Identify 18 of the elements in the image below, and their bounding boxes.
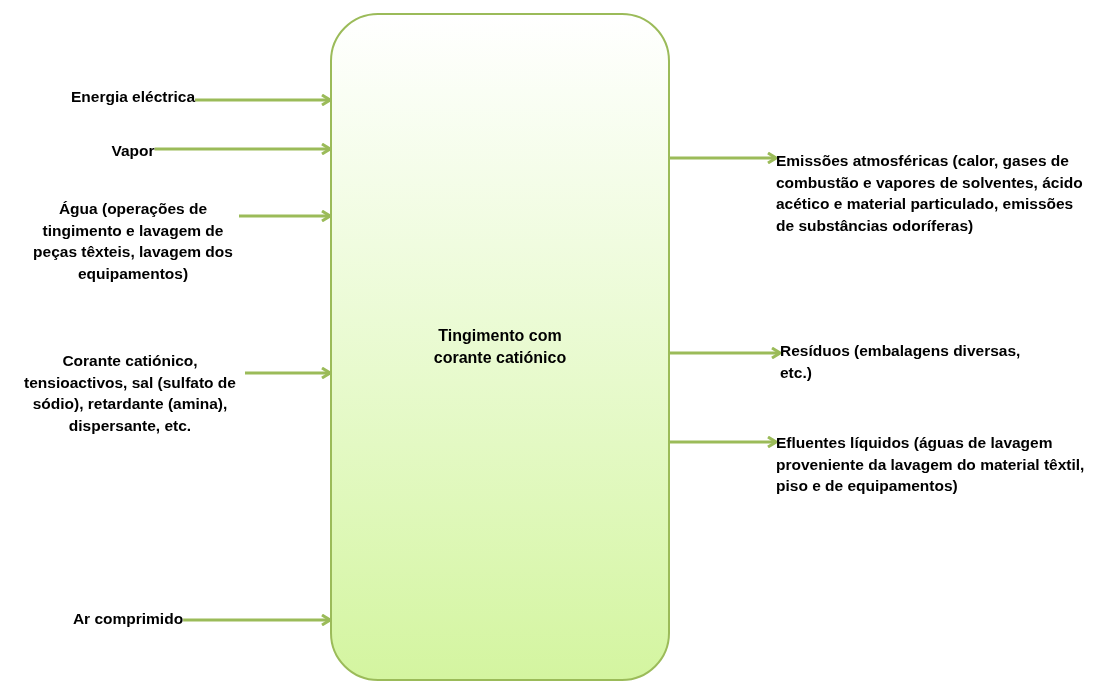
arrow: [195, 93, 332, 107]
arrow: [245, 366, 332, 380]
process-box: [330, 13, 670, 681]
arrow: [670, 151, 778, 165]
arrow: [239, 209, 332, 223]
output-label: Efluentes líquidos (águas de lavagem proveniente da lavagem do material têxtil, piso e de equipamentos): [776, 432, 1116, 498]
process-label: Tingimento com corante catiónico: [432, 326, 568, 368]
input-label: Energia eléctrica: [70, 86, 196, 108]
input-label: Água (operações de tingimento e lavagem de peças têxteis, lavagem dos equipamentos): [27, 198, 239, 285]
output-label: Resíduos (embalagens diversas, etc.): [780, 340, 1030, 384]
output-label: Emissões atmosféricas (calor, gases de combustão e vapores de solventes, ácido acético e material particulado, emissões de substâncias odoríferas): [776, 150, 1094, 237]
arrow: [670, 346, 782, 360]
input-label: Corante catiónico, tensioactivos, sal (sulfato de sódio), retardante (amina), dispersante, etc.: [15, 350, 245, 437]
input-label: Ar comprimido: [72, 608, 184, 630]
arrow: [670, 435, 778, 449]
input-label: Vapor: [111, 140, 155, 162]
arrow: [183, 613, 332, 627]
arrow: [154, 142, 332, 156]
